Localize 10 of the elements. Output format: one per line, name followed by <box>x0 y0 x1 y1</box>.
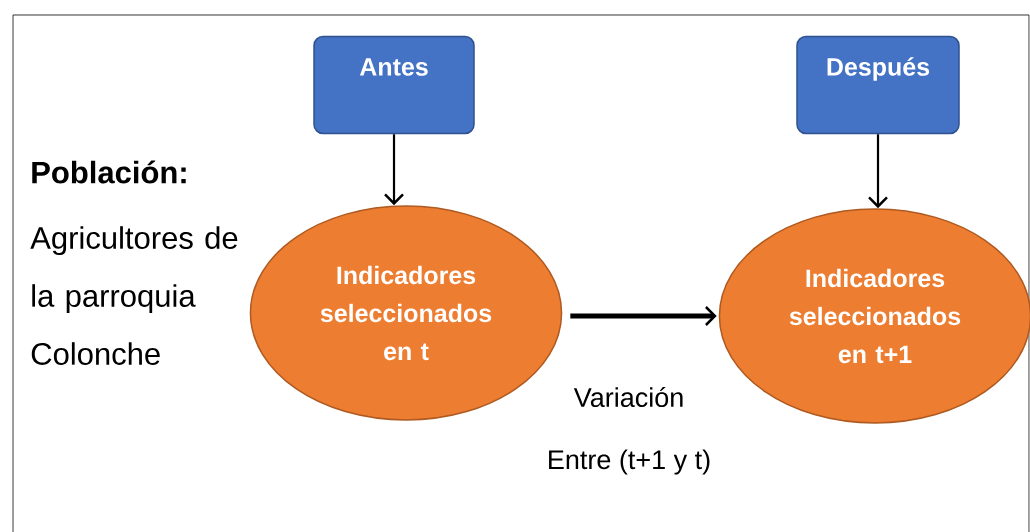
process-box: Después <box>796 35 960 135</box>
caption-text: Variación <box>573 386 683 408</box>
arrow <box>570 306 717 326</box>
arrow <box>384 134 404 206</box>
process-box: Antes <box>313 35 475 135</box>
caption-text: Entre (t+1 y t) <box>549 449 710 475</box>
ellipse-node: Indicadores seleccionados en t <box>249 205 563 421</box>
heading: Población: <box>32 160 186 184</box>
ellipse-node: Indicadores seleccionados en t+1 <box>718 208 1030 424</box>
arrow <box>868 134 888 209</box>
